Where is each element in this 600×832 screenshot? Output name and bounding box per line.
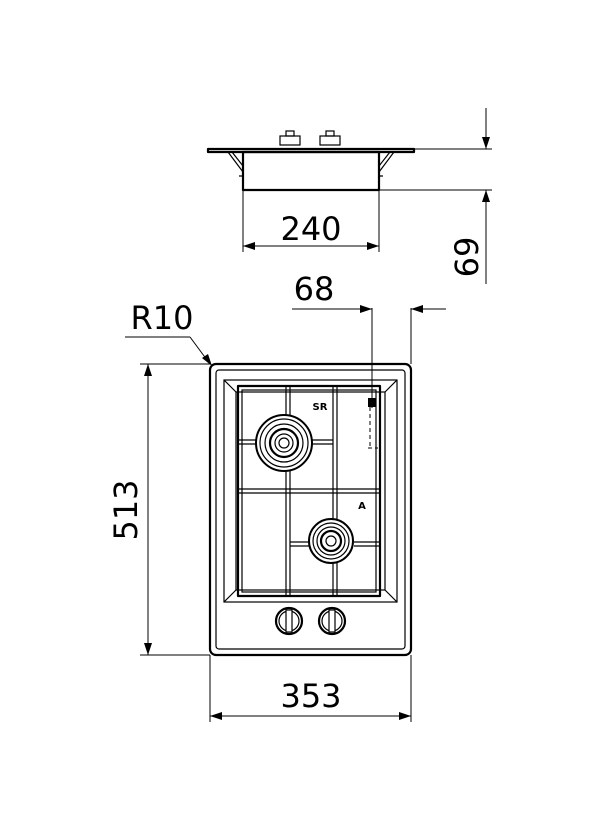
side-body [241, 150, 381, 192]
hob-outline [208, 362, 413, 657]
knob-right [317, 606, 347, 636]
dim-depth: 513 [107, 363, 210, 656]
side-clip-left [227, 151, 244, 190]
dim-depth-label: 513 [107, 479, 145, 540]
burner-auxiliary [308, 518, 354, 564]
dim-width-label: 353 [280, 677, 341, 715]
side-knob-left [279, 130, 301, 146]
side-view [206, 130, 416, 192]
pan-support [236, 384, 382, 598]
dim-width: 353 [209, 655, 412, 722]
top-view: SR A [208, 362, 413, 657]
side-knob-right [319, 130, 341, 146]
dim-radius: R10 [125, 299, 212, 366]
knob-left [274, 606, 304, 636]
dim-height-label: 69 [448, 237, 486, 278]
dim-offset-label: 68 [294, 270, 335, 308]
dim-top-width: 240 [242, 190, 380, 252]
side-top-plate [206, 147, 416, 154]
hob-inner-frame [215, 369, 406, 650]
burner-area [223, 379, 398, 603]
gas-connection [368, 398, 378, 449]
dim-offset: 68 [292, 270, 446, 408]
dim-top-width-label: 240 [280, 210, 341, 248]
dim-radius-label: R10 [131, 299, 194, 337]
dim-height: 69 [379, 108, 492, 284]
burner-rapid [255, 414, 313, 472]
side-clip-right [378, 151, 395, 190]
burner-auxiliary-label: A [358, 501, 366, 512]
burner-rapid-label: SR [313, 402, 328, 413]
